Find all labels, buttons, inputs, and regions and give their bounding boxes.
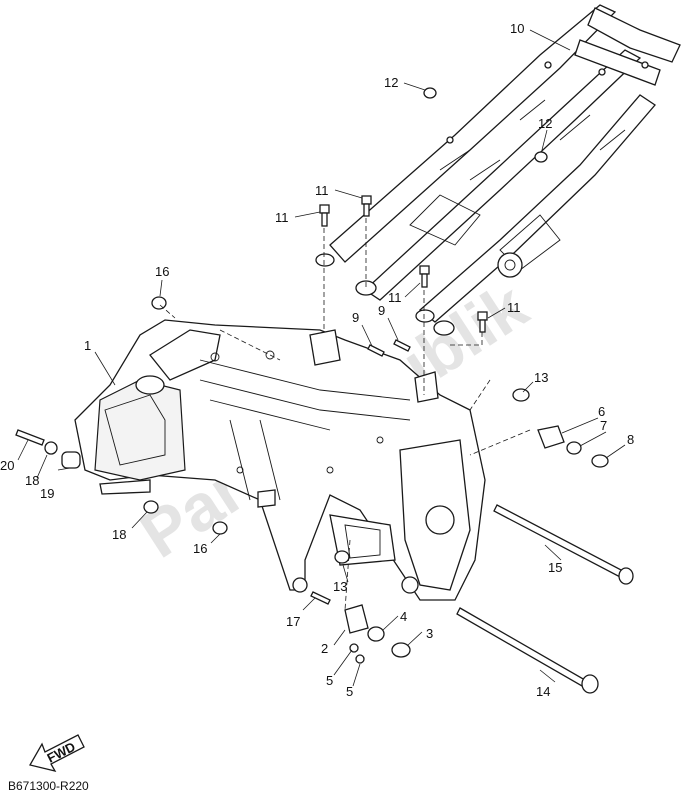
callout-9a: 9 xyxy=(352,310,359,325)
small-parts xyxy=(15,87,634,694)
callout-1: 1 xyxy=(84,338,91,353)
callout-16b: 16 xyxy=(193,541,207,556)
callout-11c: 11 xyxy=(388,290,402,305)
leader-lines xyxy=(17,29,626,687)
callout-10: 10 xyxy=(510,21,524,36)
callout-13a: 13 xyxy=(534,370,548,385)
callout-8: 8 xyxy=(627,432,634,447)
reference-code: B671300-R220 xyxy=(8,779,89,793)
callout-5b: 5 xyxy=(346,684,353,699)
callout-20: 20 xyxy=(0,458,14,473)
callout-3: 3 xyxy=(426,626,433,641)
callout-19: 19 xyxy=(40,486,54,501)
callout-12b: 12 xyxy=(538,116,552,131)
main-frame xyxy=(74,319,486,601)
callout-15: 15 xyxy=(548,560,562,575)
rear-frame xyxy=(315,4,681,336)
callout-4: 4 xyxy=(400,609,407,624)
callout-9b: 9 xyxy=(378,303,385,318)
callout-17: 17 xyxy=(286,614,300,629)
callout-5a: 5 xyxy=(326,673,333,688)
callout-14: 14 xyxy=(536,684,550,699)
callout-16a: 16 xyxy=(155,264,169,279)
callout-18a: 18 xyxy=(112,527,126,542)
callout-18b: 18 xyxy=(25,473,39,488)
callout-11b: 11 xyxy=(275,210,289,225)
forward-arrow-icon: FWD xyxy=(29,734,85,772)
callout-6: 6 xyxy=(598,404,605,419)
callout-11a: 11 xyxy=(315,183,329,198)
callout-12a: 12 xyxy=(384,75,398,90)
callout-13b: 13 xyxy=(333,579,347,594)
fwd-label: FWD xyxy=(45,739,78,766)
callouts: 1 2 3 4 5 5 6 7 8 9 9 10 11 11 11 11 12 … xyxy=(0,21,634,699)
callout-11d: 11 xyxy=(507,300,521,315)
callout-2: 2 xyxy=(321,641,328,656)
callout-7: 7 xyxy=(600,418,607,433)
